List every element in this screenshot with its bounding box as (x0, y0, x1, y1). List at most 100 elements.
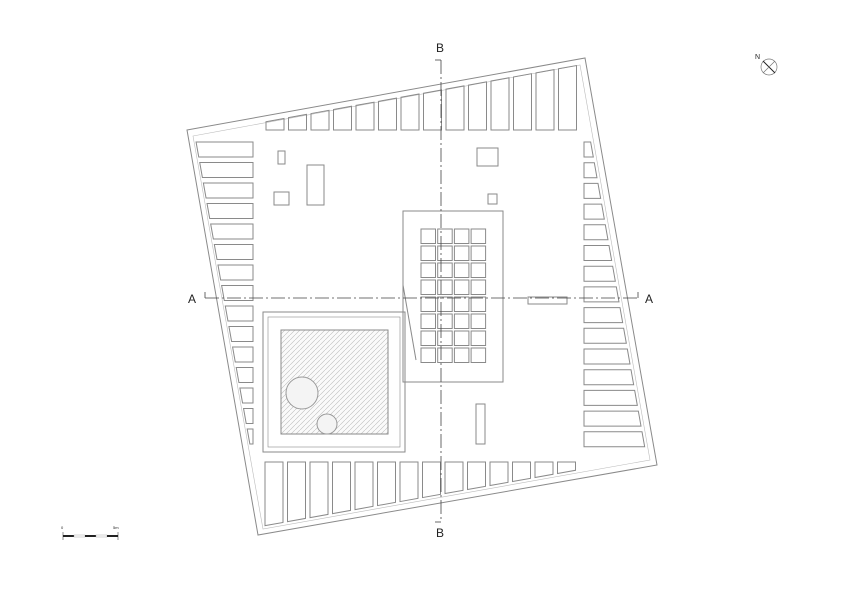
grid-cell (437, 347, 453, 363)
slot (264, 461, 284, 527)
small-room (273, 191, 290, 206)
slot (583, 286, 620, 303)
section-label-a-left: A (188, 292, 196, 306)
grid-cell (470, 296, 487, 312)
grid-cell (420, 279, 436, 295)
slot (202, 182, 254, 199)
slot (583, 307, 624, 324)
grid-cell (420, 296, 436, 312)
slot (287, 461, 306, 523)
grid-cell (437, 228, 453, 244)
slot (583, 327, 627, 344)
slot (535, 69, 555, 131)
grid-cell (420, 330, 436, 346)
slot (583, 410, 642, 427)
slot (400, 93, 420, 131)
grid-cell (470, 347, 487, 363)
diagonal-line (402, 284, 417, 361)
small-room (527, 296, 568, 305)
slot (333, 105, 352, 131)
grid-cell (453, 347, 470, 363)
north-label: N (755, 54, 760, 61)
slot (332, 461, 351, 515)
slot (489, 461, 509, 487)
slot (399, 461, 419, 503)
slot (221, 285, 254, 301)
grid-cell (470, 313, 487, 329)
slot (490, 77, 510, 131)
grid-cell (420, 262, 436, 278)
slot (199, 162, 254, 178)
slot (195, 141, 254, 158)
grid-cell (470, 262, 487, 278)
courtyard-inner-frame (267, 316, 401, 448)
slot (444, 461, 464, 495)
slot (224, 305, 254, 322)
central-block (402, 210, 504, 383)
grid-cell (470, 279, 487, 295)
grid-cell (470, 228, 487, 244)
slot (445, 85, 465, 131)
grid-cell (453, 262, 470, 278)
small-room (475, 403, 486, 445)
grid-cell (437, 279, 453, 295)
slot (206, 203, 254, 219)
grid-cell (453, 228, 470, 244)
slot (242, 408, 254, 424)
slot (557, 461, 576, 475)
scale-bar (62, 532, 119, 540)
grid-cell (437, 330, 453, 346)
slot (583, 182, 602, 199)
grid-cell (453, 313, 470, 329)
grid-cell (453, 296, 470, 312)
grid-cell (437, 262, 453, 278)
grid-cell (453, 245, 470, 261)
tree (285, 376, 319, 410)
slot (558, 64, 577, 131)
section-label-b-bottom: B (436, 526, 444, 540)
small-room (487, 193, 498, 205)
slot (534, 461, 554, 479)
slot (422, 461, 441, 499)
slot (288, 113, 307, 131)
slot (235, 367, 254, 383)
slot (583, 265, 616, 282)
slot (467, 461, 486, 491)
grid-cell (420, 228, 436, 244)
north-arrow-icon (760, 58, 778, 76)
small-room (277, 150, 286, 165)
section-label-b-top: B (436, 41, 444, 55)
small-room (476, 147, 499, 167)
slot (355, 101, 375, 131)
slot (583, 203, 605, 220)
slot (309, 461, 329, 519)
grid-cell (453, 330, 470, 346)
grid-cell (437, 245, 453, 261)
grid-cell (470, 330, 487, 346)
slot (239, 387, 254, 404)
slot (378, 97, 397, 131)
site-outline (186, 57, 658, 536)
slot (583, 369, 635, 386)
slot (423, 89, 442, 131)
grid-cell (470, 245, 487, 261)
slot (310, 109, 330, 131)
grid-cell (420, 245, 436, 261)
grid-cell (453, 279, 470, 295)
slot (265, 117, 285, 131)
slot (228, 326, 254, 342)
slot (583, 389, 638, 406)
slot (583, 431, 646, 448)
grid-cell (437, 313, 453, 329)
slot (583, 141, 594, 158)
slot (513, 73, 532, 131)
slot (583, 245, 613, 261)
small-room (306, 164, 325, 206)
slot (583, 162, 598, 179)
slot (246, 428, 254, 445)
slot (583, 348, 631, 365)
tree (316, 413, 338, 435)
slot (377, 461, 396, 507)
